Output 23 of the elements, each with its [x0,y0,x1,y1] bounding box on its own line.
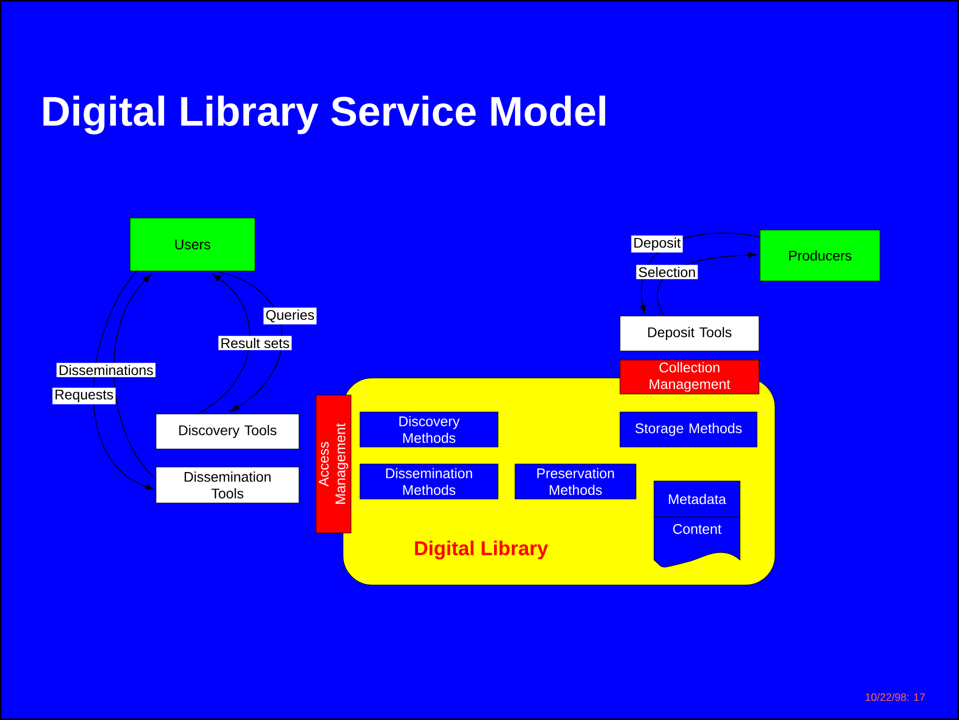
process-box: Discovery Tools [156,414,300,450]
process-box: Dissemination Tools [156,466,300,504]
footer-text: 10/22/98: 17 [866,693,925,701]
edge-label: Deposit [631,235,683,253]
edge-label: Selection [636,264,698,280]
process-box: Users [130,218,256,272]
slide-title: Digital Library Service Model [43,96,606,134]
process-box: Dissemination Methods [360,464,498,500]
process-box: Producers [760,230,880,282]
edge-label: Result sets [218,336,292,350]
process-box: Discovery Methods [360,412,498,448]
process-box: Collection Management [620,360,760,394]
curved-arrow [93,270,154,490]
process-box: Preservation Methods [514,464,636,500]
vertical-box: Access Management [316,394,352,534]
process-box: Storage Methods [620,412,758,448]
edge-label: Disseminations [56,362,156,378]
edge-label: Requests [52,388,116,404]
process-box: Deposit Tools [620,316,760,352]
edge-label: Queries [264,308,317,324]
curved-arrow [114,274,156,478]
process-box: Metadata [654,480,740,518]
curved-arrow [199,274,250,414]
